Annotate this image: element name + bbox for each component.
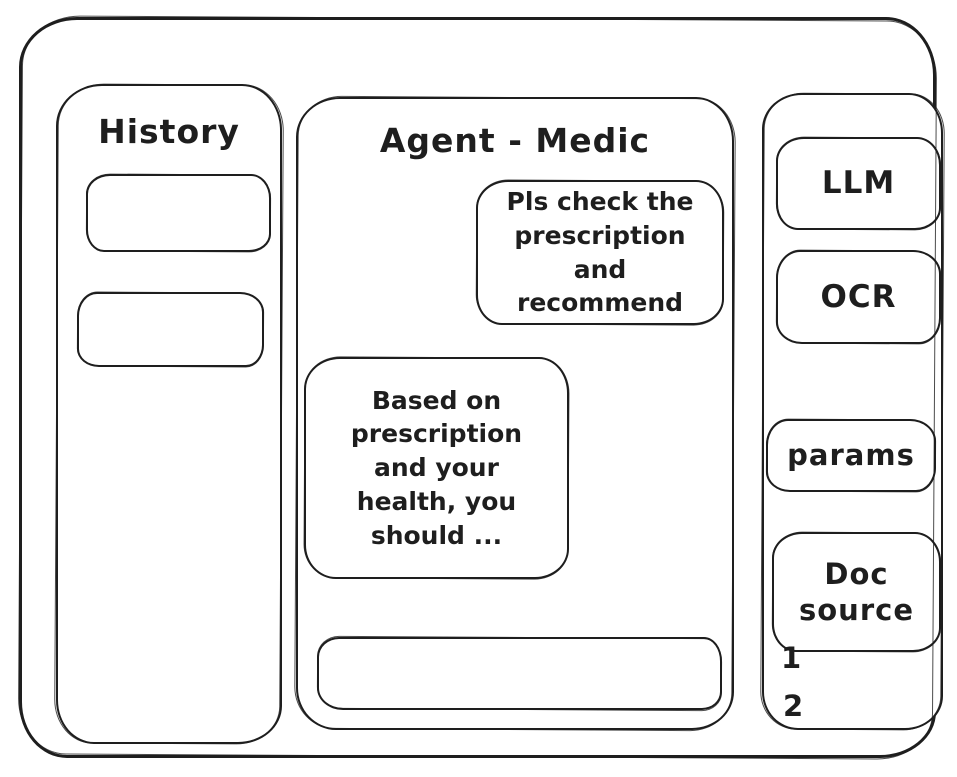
params-button[interactable]: params — [766, 419, 936, 492]
chat-panel: Agent - Medic Pls check the prescription… — [296, 97, 734, 730]
message-input[interactable] — [317, 637, 722, 710]
history-title: History — [98, 112, 240, 151]
history-panel: History — [56, 84, 282, 744]
ocr-button[interactable]: OCR — [776, 250, 941, 344]
history-item[interactable] — [86, 174, 271, 252]
chat-title: Agent - Medic — [379, 121, 651, 160]
llm-button[interactable]: LLM — [776, 137, 941, 230]
chat-message-assistant: Based on prescription and your health, y… — [304, 357, 569, 579]
doc-source-button[interactable]: Doc source — [772, 532, 941, 652]
history-item[interactable] — [77, 292, 264, 367]
doc-source-item-1[interactable]: 1 — [781, 641, 802, 675]
doc-source-item-2[interactable]: 2 — [783, 689, 804, 723]
tools-panel: LLM OCR params Doc source 1 2 — [762, 93, 943, 730]
app-window: History Agent - Medic Pls check the pres… — [19, 17, 943, 758]
chat-message-user: Pls check the prescription and recommend — [476, 180, 724, 325]
